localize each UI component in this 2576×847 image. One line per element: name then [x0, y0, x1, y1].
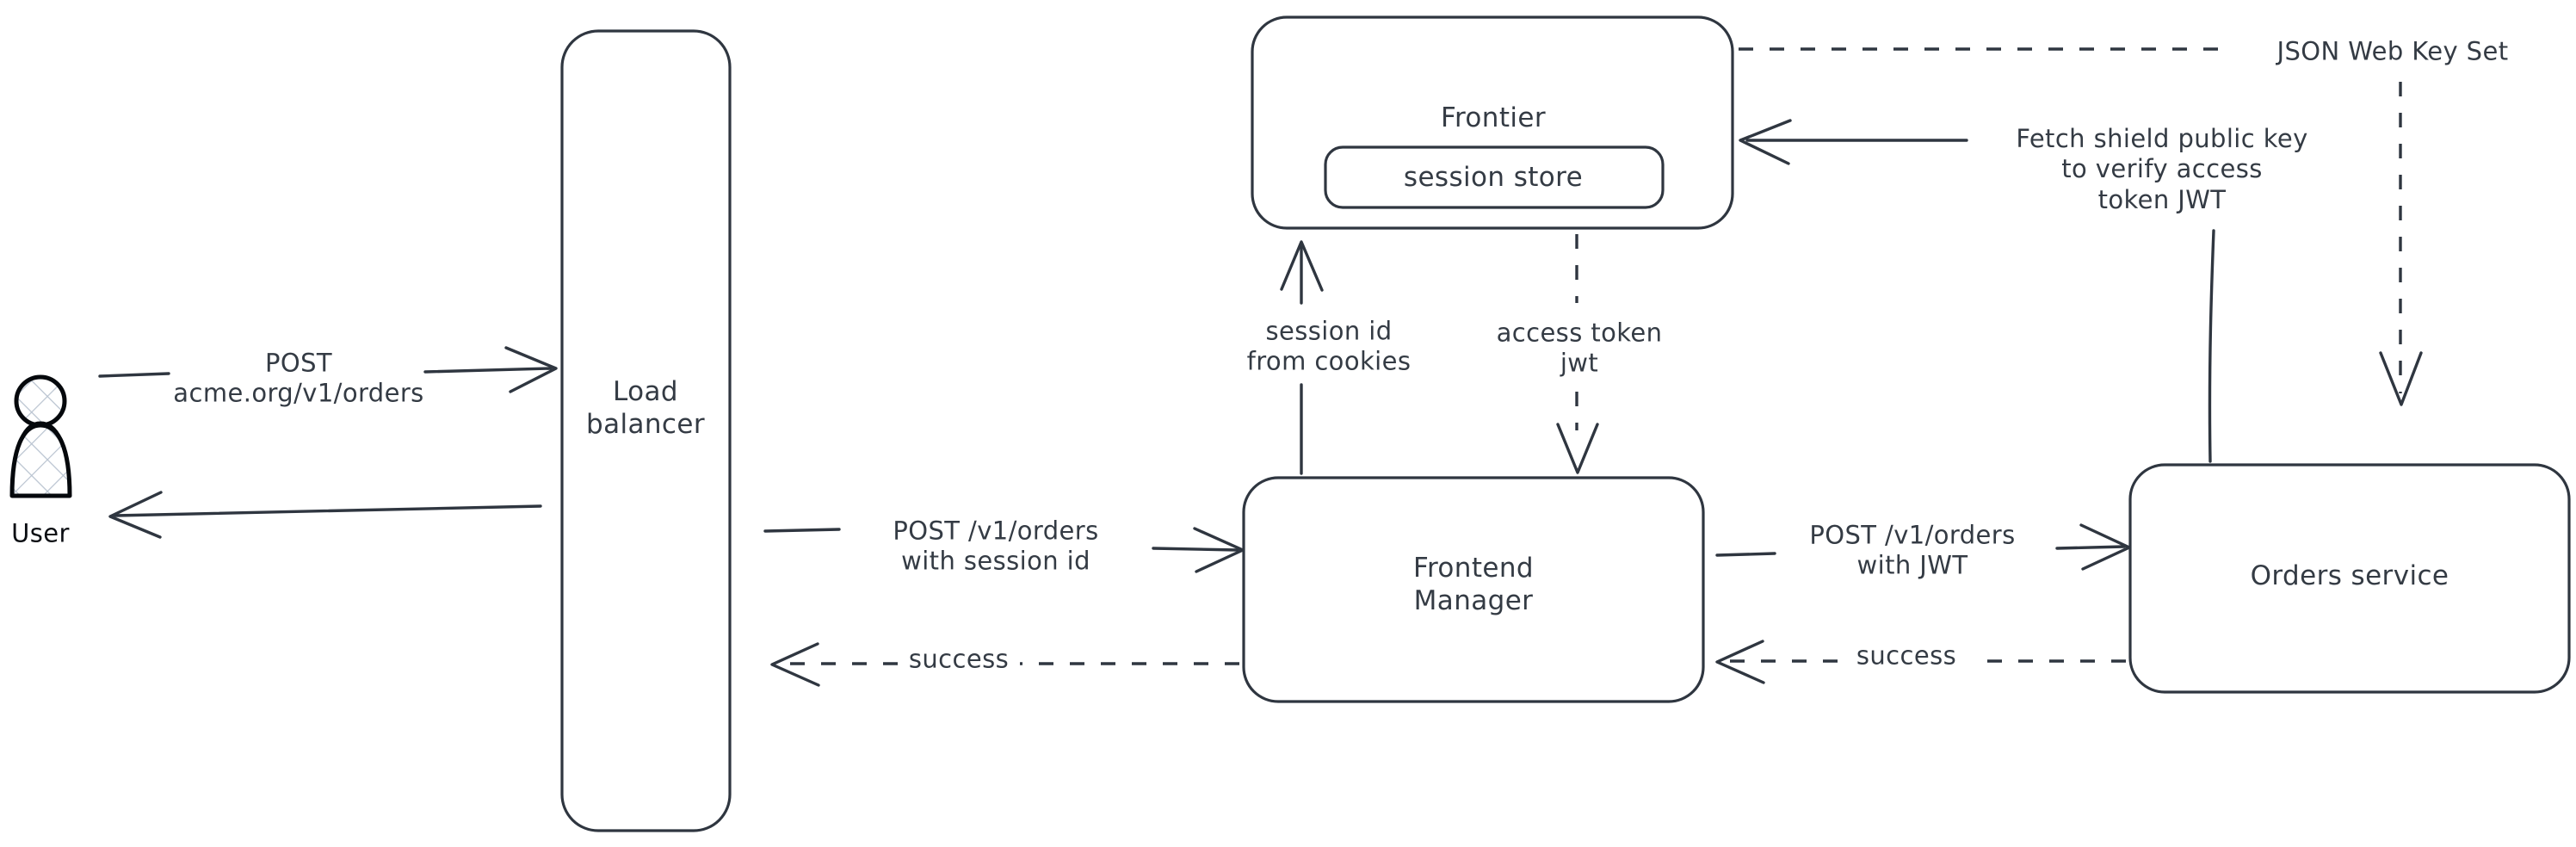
- edge-load-balancer-to-user: [108, 491, 542, 539]
- edge-frontier-to-frontend-manager: [1556, 234, 1599, 474]
- edge-load-balancer-to-frontend-manager: [763, 527, 1245, 573]
- edge-user-to-load-balancer: [98, 346, 558, 393]
- node-load-balancer[interactable]: [560, 29, 732, 832]
- node-orders-service[interactable]: [2128, 463, 2571, 694]
- edge-frontend-manager-to-load-balancer: [770, 642, 1239, 687]
- person-icon: [9, 374, 72, 498]
- node-frontier[interactable]: [1251, 15, 1734, 230]
- node-frontend-manager[interactable]: [1242, 476, 1705, 703]
- edge-frontend-manager-to-frontier: [1280, 240, 1324, 475]
- edge-frontend-manager-to-orders-service: [1715, 523, 2131, 571]
- edge-frontier-to-orders-service-jwks: [1739, 47, 2423, 406]
- edge-orders-service-to-frontend-manager: [1715, 640, 2126, 684]
- node-session-store[interactable]: [1324, 145, 1665, 209]
- edge-orders-service-to-frontier: [1739, 119, 2215, 463]
